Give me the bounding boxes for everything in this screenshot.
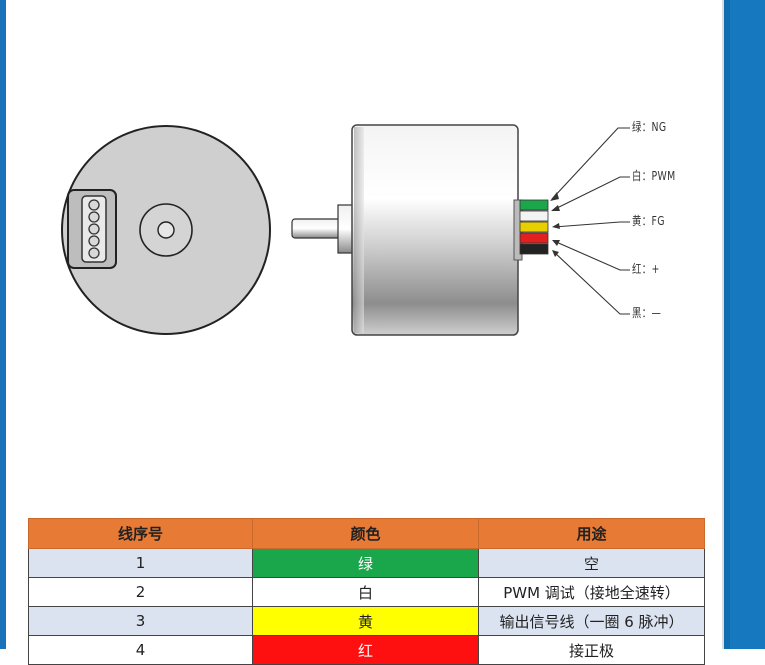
cell-color: 白 <box>252 577 479 607</box>
panel-divider <box>722 0 724 649</box>
motor-shaft <box>291 218 343 239</box>
table-row: 4 红 接正极 <box>28 635 705 665</box>
cell-wire-no: 2 <box>28 577 253 607</box>
table-row: 3 黄 输出信号线（一圈 6 脉冲） <box>28 606 705 636</box>
motor-side-view <box>291 124 549 336</box>
cell-wire-no: 3 <box>28 606 253 636</box>
motor-front-view <box>61 125 271 335</box>
wire-green <box>519 199 549 211</box>
leader-lines <box>551 127 630 315</box>
right-side-bar-inner <box>730 0 765 649</box>
wire-white <box>519 210 549 222</box>
wire-red <box>519 232 549 244</box>
wire-yellow <box>519 221 549 233</box>
wire-label-red: 红：+ <box>632 262 660 276</box>
wire-spec-table: 线序号 颜色 用途 1 绿 空 2 白 PWM 调试（接地全速转） 3 黄 输出… <box>28 518 705 665</box>
wire-label-green: 绿：NG <box>632 120 667 134</box>
cell-usage: 空 <box>478 548 705 578</box>
cell-wire-no: 1 <box>28 548 253 578</box>
leader-arrows <box>550 192 560 257</box>
table-row: 2 白 PWM 调试（接地全速转） <box>28 577 705 607</box>
cell-color: 红 <box>252 635 479 665</box>
motor-drawing <box>61 124 630 336</box>
wire-label-yellow: 黄：FG <box>632 214 665 228</box>
header-color: 颜色 <box>252 518 479 549</box>
cell-usage: 输出信号线（一圈 6 脉冲） <box>478 606 705 636</box>
cell-usage: 接正极 <box>478 635 705 665</box>
wire-label-black: 黑：— <box>632 306 662 320</box>
table-row: 1 绿 空 <box>28 548 705 578</box>
cell-color: 绿 <box>252 548 479 578</box>
wire-black <box>519 243 549 255</box>
cell-usage: PWM 调试（接地全速转） <box>478 577 705 607</box>
header-usage: 用途 <box>478 518 705 549</box>
hub-center <box>157 221 175 239</box>
header-wire-no: 线序号 <box>28 518 253 549</box>
cell-wire-no: 4 <box>28 635 253 665</box>
left-edge-bar <box>0 0 6 649</box>
table-header-row: 线序号 颜色 用途 <box>28 518 705 549</box>
motor-body <box>351 124 519 336</box>
cell-color: 黄 <box>252 606 479 636</box>
wire-label-white: 白：PWM <box>632 169 676 183</box>
